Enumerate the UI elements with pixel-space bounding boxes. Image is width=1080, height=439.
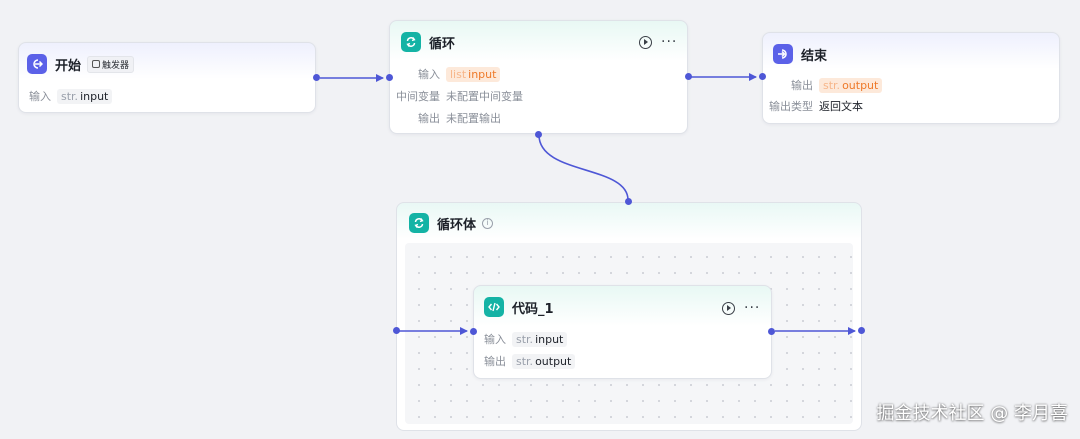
start-input-name: input: [80, 89, 109, 103]
start-input-type: str.: [61, 89, 79, 103]
end-output-tag: str. output: [819, 77, 883, 93]
loop-output-row: 输出 未配置输出: [390, 109, 501, 127]
start-input-tag: str. input: [57, 88, 113, 104]
body-left-port[interactable]: [393, 327, 400, 334]
loop-body-title: 循环体: [437, 217, 477, 233]
code-input-name: input: [535, 332, 564, 346]
code-input-port[interactable]: [470, 328, 477, 335]
end-output-label: 输出: [791, 79, 813, 92]
end-kind-row: 输出类型 返回文本: [763, 97, 863, 115]
loop-input-tag: list input: [446, 66, 501, 82]
loop-node-header: 循环: [401, 31, 455, 53]
end-output-type: str.: [823, 78, 841, 92]
loop-input-type: list: [450, 67, 467, 81]
end-node-title: 结束: [801, 48, 828, 64]
end-node[interactable]: 结束 输出 str. output 输出类型 返回文本: [762, 32, 1060, 124]
start-node-title: 开始: [55, 58, 82, 74]
loop-cycle-icon: [409, 213, 429, 233]
end-input-port[interactable]: [759, 73, 766, 80]
start-output-port[interactable]: [313, 74, 320, 81]
loop-input-name: input: [468, 67, 497, 81]
trigger-badge-label: 触发器: [102, 60, 130, 71]
code-input-tag: str. input: [512, 331, 568, 347]
trigger-icon: [92, 60, 101, 68]
end-kind-label: 输出类型: [769, 100, 813, 113]
loop-node[interactable]: 循环 ··· 输入 list input 中间变量 未配置中间变量 输出 未配置…: [389, 20, 688, 134]
code-input-label: 输入: [484, 333, 506, 346]
code-output-label: 输出: [484, 355, 506, 368]
loop-output-port[interactable]: [685, 73, 692, 80]
loop-cycle-icon: [401, 32, 421, 52]
code-output-name: output: [535, 354, 572, 368]
edge-loop-to-body[interactable]: [538, 134, 629, 201]
start-node[interactable]: 开始 触发器 输入 str. input: [18, 42, 316, 113]
loop-body-header: 循环体 i: [409, 212, 494, 234]
more-dots-icon[interactable]: ···: [661, 34, 678, 50]
code-output-row: 输出 str. output: [484, 352, 576, 370]
body-top-port[interactable]: [625, 198, 632, 205]
loop-input-port[interactable]: [386, 74, 393, 81]
end-node-header: 结束: [773, 43, 827, 65]
code-brackets-icon: [484, 297, 504, 317]
loop-node-title: 循环: [429, 36, 456, 52]
loop-body-port[interactable]: [535, 131, 542, 138]
loop-node-actions: ···: [639, 35, 677, 49]
code-node-actions: ···: [722, 301, 760, 315]
loop-output-value: 未配置输出: [446, 112, 501, 125]
logout-arrow-icon: [773, 44, 793, 64]
loop-midvar-value: 未配置中间变量: [446, 90, 523, 103]
body-right-port[interactable]: [858, 327, 865, 334]
code-node-title: 代码_1: [512, 301, 554, 317]
code-input-row: 输入 str. input: [484, 330, 568, 348]
play-circle-icon[interactable]: [639, 35, 652, 49]
code-node[interactable]: 代码_1 ··· 输入 str. input 输出 str. output: [473, 285, 772, 379]
loop-input-label: 输入: [418, 68, 440, 81]
loop-midvar-label: 中间变量: [396, 90, 440, 103]
play-circle-icon[interactable]: [722, 301, 735, 315]
loop-output-label: 输出: [418, 112, 440, 125]
code-output-tag: str. output: [512, 353, 576, 369]
info-icon[interactable]: i: [482, 217, 494, 229]
watermark: 掘金技术社区 @ 李月喜: [876, 403, 1068, 424]
loop-input-row: 输入 list input: [390, 65, 501, 83]
code-output-port[interactable]: [768, 328, 775, 335]
start-input-label: 输入: [29, 90, 51, 103]
start-node-header: 开始 触发器: [27, 53, 135, 75]
start-input-row: 输入 str. input: [29, 87, 113, 105]
code-input-type: str.: [516, 332, 534, 346]
trigger-badge[interactable]: 触发器: [87, 55, 135, 73]
loop-midvar-row: 中间变量 未配置中间变量: [390, 87, 523, 105]
more-dots-icon[interactable]: ···: [744, 300, 761, 316]
end-output-name: output: [842, 78, 879, 92]
end-kind-value: 返回文本: [819, 100, 863, 113]
code-node-header: 代码_1: [484, 296, 554, 318]
login-arrow-icon: [27, 54, 47, 74]
end-output-row: 输出 str. output: [763, 76, 883, 94]
code-output-type: str.: [516, 354, 534, 368]
